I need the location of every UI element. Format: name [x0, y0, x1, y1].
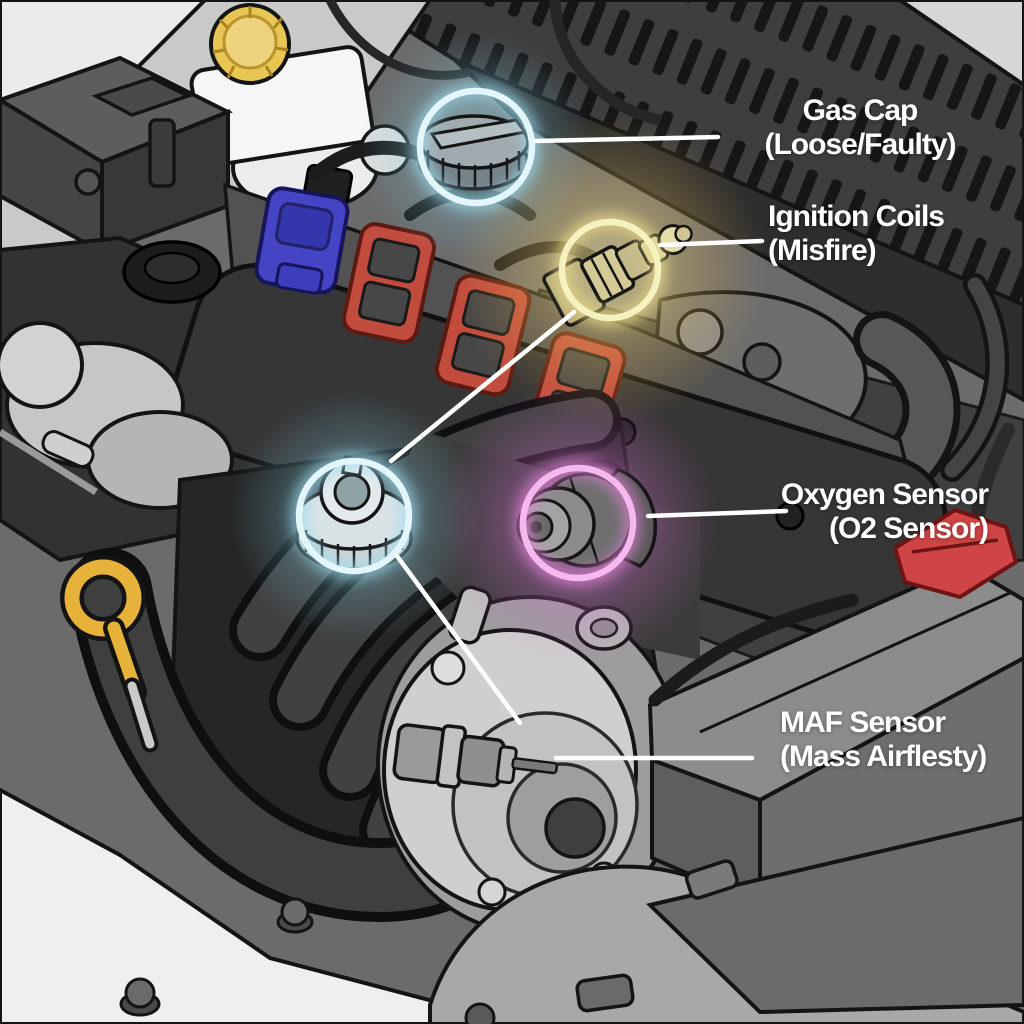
annotation-subtitle: (Misfire) [768, 234, 877, 268]
annotation-gas-cap: Gas Cap (Loose/Faulty) [700, 94, 1020, 162]
leader-cap-to-maf [394, 553, 523, 726]
annotation-maf-sensor: MAF Sensor (Mass Airflesty) [780, 706, 987, 774]
annotation-oxygen-sensor: Oxygen Sensor (O2 Sensor) [780, 478, 989, 546]
leader-ignition-coils [657, 238, 765, 248]
annotation-title: Oxygen Sensor [780, 478, 989, 511]
body-corner-top-right [896, 0, 1024, 88]
body-panel-bottom-left [0, 787, 521, 1024]
annotation-subtitle: (Loose/Faulty) [764, 128, 956, 162]
annotation-subtitle: (O2 Sensor) [828, 512, 989, 546]
annotation-title: Gas Cap [802, 94, 919, 127]
leader-gas-cap [532, 134, 721, 144]
annotation-title: MAF Sensor [780, 706, 946, 739]
battery-tray [645, 815, 1024, 1015]
lower-body-panels [0, 787, 1024, 1024]
leader-oxygen-sensor [645, 508, 789, 519]
battery-terminal-cover [892, 507, 1019, 600]
engine-block-left [0, 321, 234, 510]
leader-lines [388, 134, 789, 761]
oil-dipstick [60, 555, 159, 753]
maf-probe [511, 757, 559, 775]
maf-sensor-illustration [392, 723, 559, 789]
annotation-title: Ignition Coils [768, 200, 945, 233]
leader-coil-to-cap [388, 309, 577, 464]
frame-bolts [119, 897, 496, 1024]
ignition-coil-red-1 [341, 222, 437, 344]
annotation-subtitle: (Mass Airflesty) [780, 740, 987, 774]
annotation-ignition-coils: Ignition Coils (Misfire) [768, 200, 945, 268]
highlight-rings [291, 83, 666, 586]
